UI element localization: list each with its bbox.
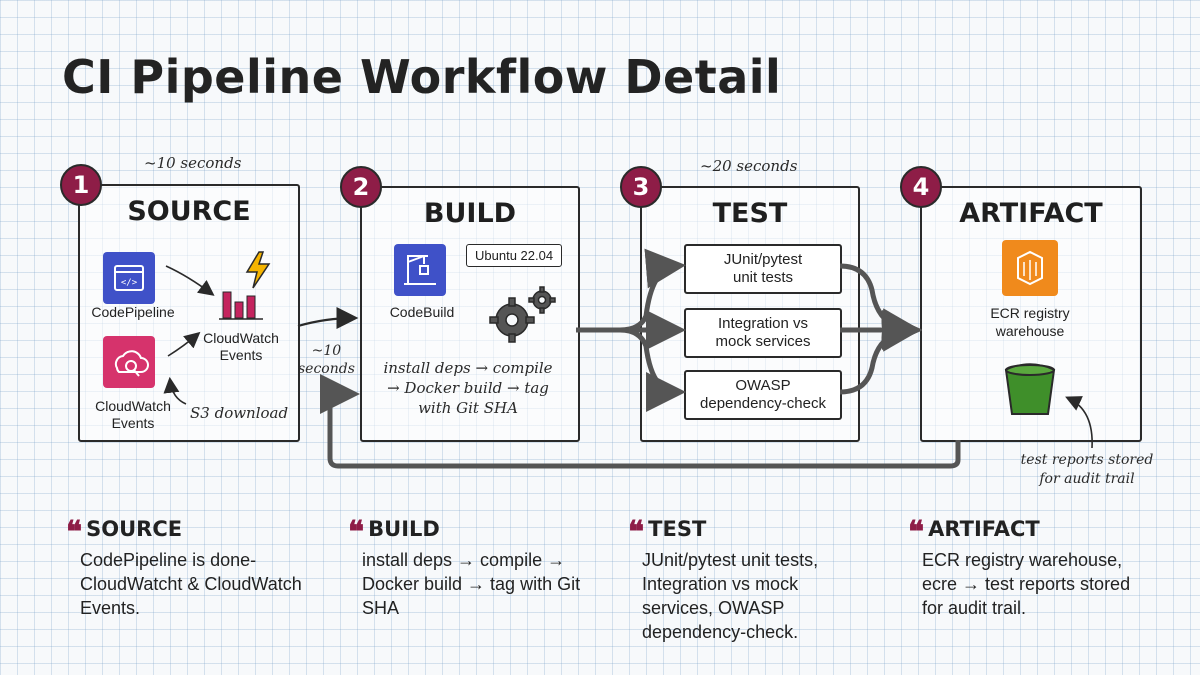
summary-build-body: install deps → compile → Docker build → … xyxy=(362,550,581,618)
junit-test-box: JUnit/pytest unit tests xyxy=(684,244,842,294)
ecr-label: ECR registry warehouse xyxy=(990,305,1070,339)
arrow-feedback-loop xyxy=(319,374,961,469)
summary-test-body: JUnit/pytest unit tests, Integration vs … xyxy=(642,550,819,642)
cloudwatch-icon xyxy=(103,336,155,388)
bar-chart-icon xyxy=(219,284,269,320)
gears-icon xyxy=(486,284,558,346)
codepipeline-icon: </> xyxy=(103,252,155,304)
arrow-cloudwatch-to-events xyxy=(167,331,201,357)
test-stage-title: TEST xyxy=(712,198,788,229)
connector-time-note: ~10 seconds xyxy=(298,343,355,377)
arrow-reports-to-bucket xyxy=(1065,396,1093,449)
arrow-owasp-to-artifact xyxy=(839,311,922,395)
build-steps-note: install deps → compile → Docker build → … xyxy=(383,359,553,417)
source-stage-title: SOURCE xyxy=(127,196,251,227)
test-time-note: ~20 seconds xyxy=(700,157,798,175)
artifact-stage-title: ARTIFACT xyxy=(959,198,1103,229)
integration-test-box: Integration vs mock services xyxy=(684,308,842,358)
svg-text:</>: </> xyxy=(121,278,138,288)
codebuild-label: CodeBuild xyxy=(389,304,455,320)
s3-download-note: S3 download xyxy=(190,404,289,422)
stage-3-badge: 3 xyxy=(620,166,662,208)
arrow-codepipeline-to-cloudwatch xyxy=(165,265,215,296)
stage-1-badge: 1 xyxy=(60,164,102,206)
summary-source-heading: ❝SOURCE xyxy=(66,515,183,550)
page-title: CI Pipeline Workflow Detail xyxy=(62,50,782,104)
quote-icon: ❝ xyxy=(348,515,365,550)
lightning-icon xyxy=(243,250,273,290)
arrow-source-to-build xyxy=(297,307,359,330)
s3-bucket-icon xyxy=(1000,362,1060,418)
build-stage-title: BUILD xyxy=(423,198,517,229)
stage-2-badge: 2 xyxy=(340,166,382,208)
ecr-icon xyxy=(1002,240,1058,296)
summary-build-heading: ❝BUILD xyxy=(348,515,440,550)
summary-artifact-body: ECR registry warehouse, ecre → test repo… xyxy=(922,550,1131,618)
arrow-s3-download xyxy=(163,376,187,405)
codebuild-icon xyxy=(394,244,446,296)
arrow-junit-to-artifact xyxy=(839,263,922,349)
summary-source-body: CodePipeline is done-CloudWatcht & Cloud… xyxy=(80,550,302,618)
owasp-test-box: OWASP dependency-check xyxy=(684,370,842,420)
test-reports-note: test reports stored for audit trail xyxy=(1020,452,1154,487)
codepipeline-label: CodePipeline xyxy=(91,304,175,320)
cloudwatch-events-left-label: CloudWatch Events xyxy=(95,398,171,431)
cloudwatch-events-right-label: CloudWatch Events xyxy=(203,330,279,363)
stage-4-badge: 4 xyxy=(900,166,942,208)
ubuntu-badge: Ubuntu 22.04 xyxy=(466,244,563,267)
quote-icon: ❝ xyxy=(66,515,83,550)
quote-icon: ❝ xyxy=(908,515,925,550)
arrow-build-to-junit xyxy=(576,248,686,333)
quote-icon: ❝ xyxy=(628,515,645,550)
arrow-build-to-owasp xyxy=(619,327,686,412)
build-stage-box: BUILD xyxy=(360,186,580,442)
source-time-note: ~10 seconds xyxy=(144,154,242,172)
source-stage-box: SOURCE xyxy=(78,184,300,442)
summary-artifact-heading: ❝ARTIFACT xyxy=(908,515,1040,550)
summary-test-heading: ❝TEST xyxy=(628,515,707,550)
